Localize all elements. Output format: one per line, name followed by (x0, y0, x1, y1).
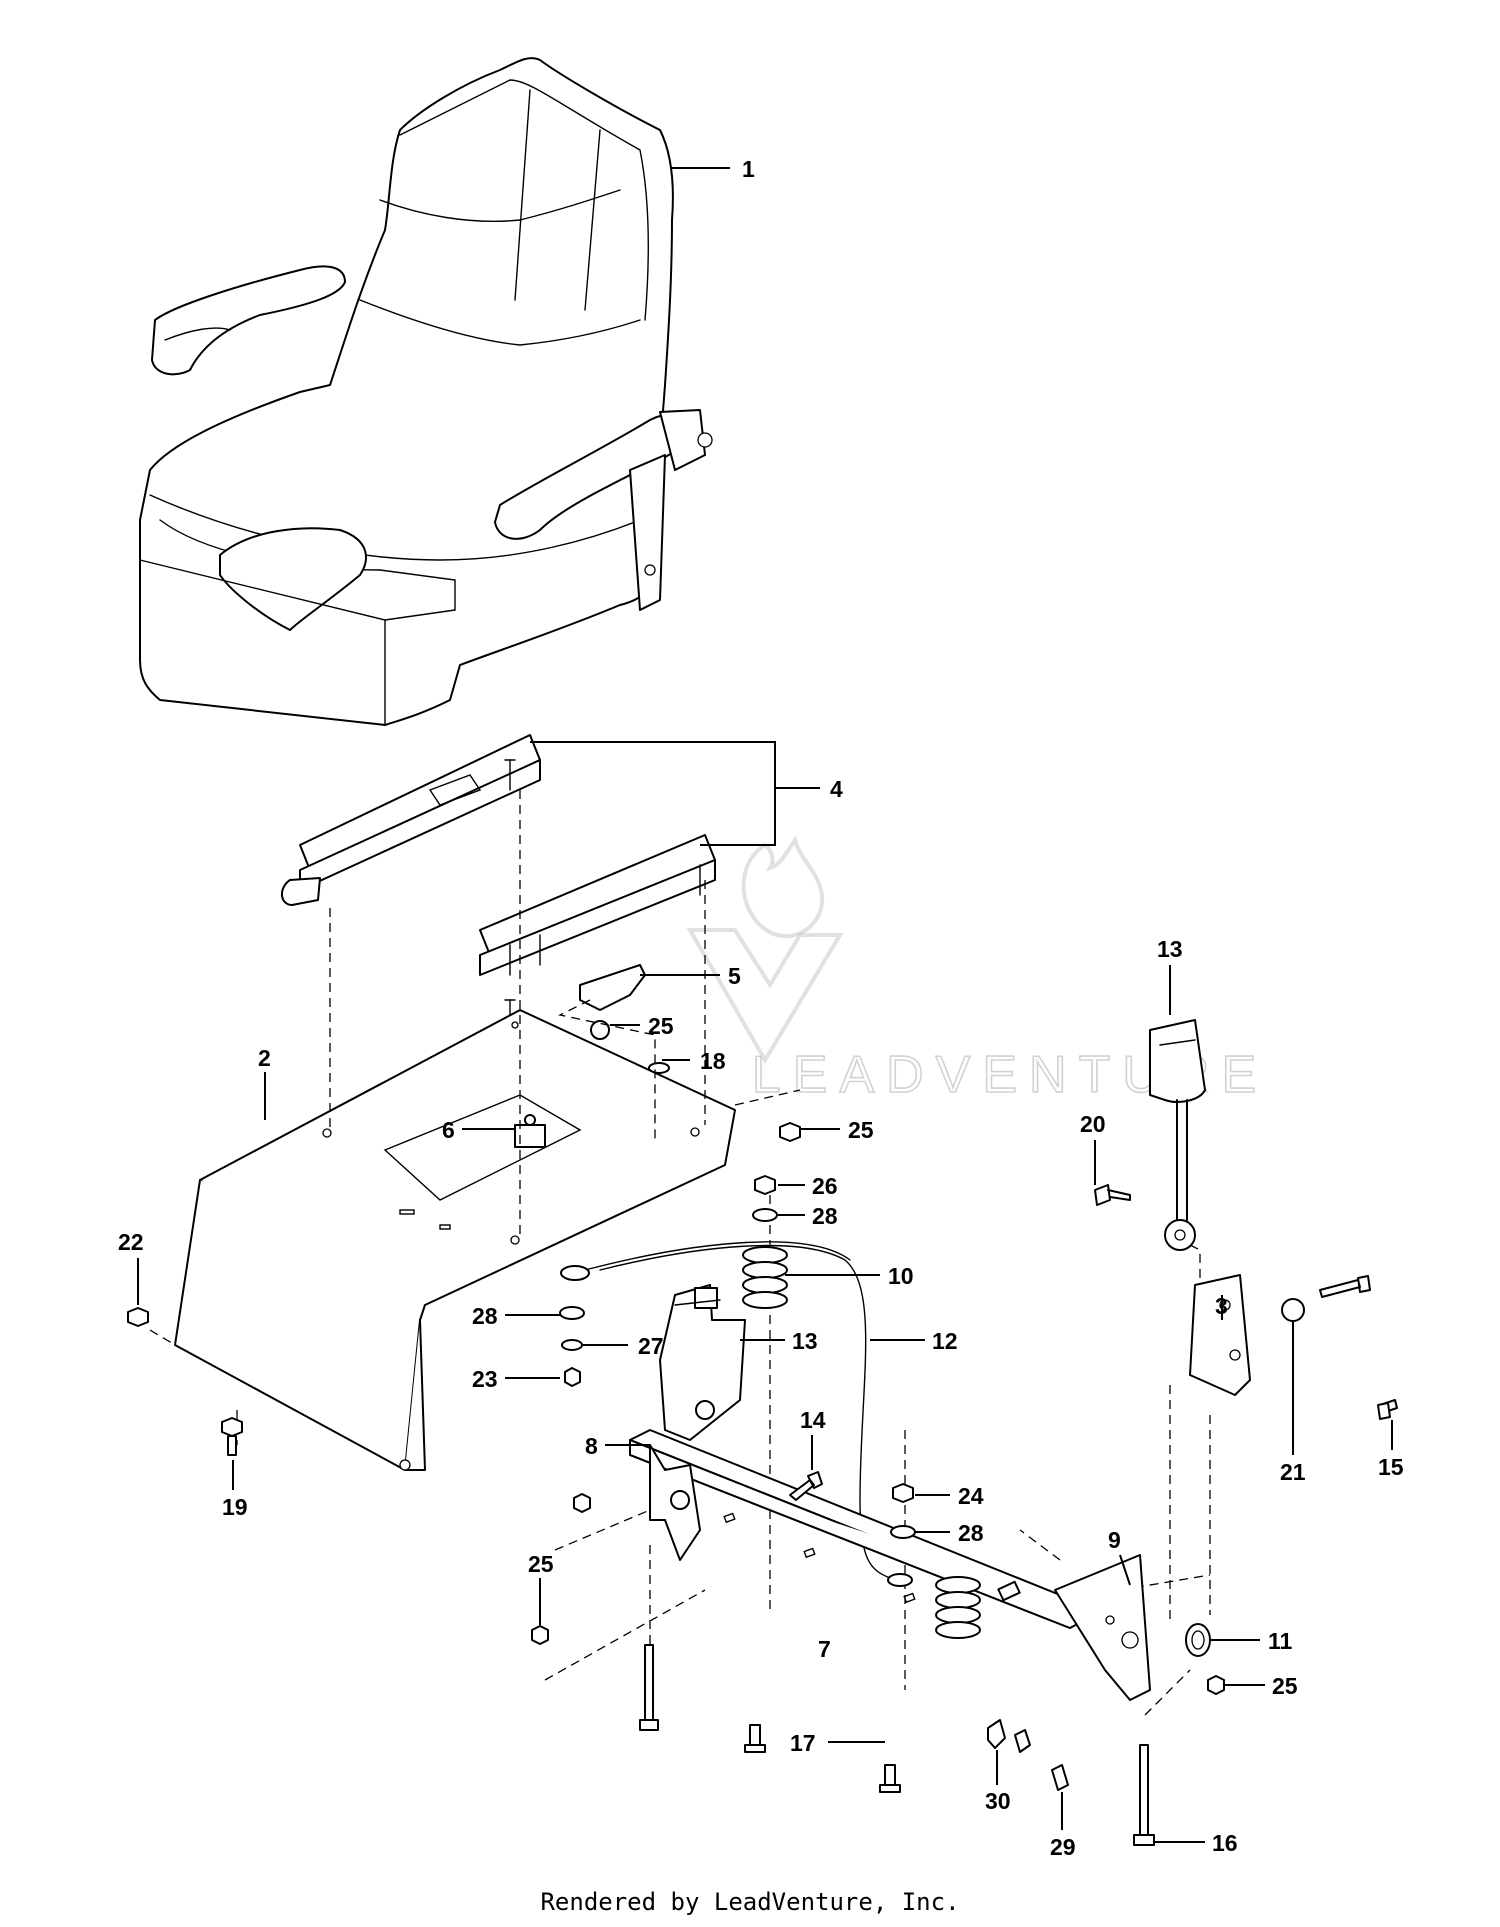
nut-25-right-upper (779, 1122, 801, 1142)
callout-24: 24 (958, 1483, 984, 1509)
callout-2: 2 (258, 1045, 271, 1071)
seat-rails (281, 734, 716, 1046)
callout-11: 11 (1268, 1628, 1293, 1654)
callout-25-lower-right: 25 (1272, 1673, 1298, 1699)
callout-25-upper: 25 (648, 1013, 674, 1039)
callout-12: 12 (932, 1328, 958, 1354)
callout-28-left: 28 (472, 1303, 498, 1329)
washer-part-28-upper (752, 1208, 778, 1222)
callout-8: 8 (585, 1433, 598, 1459)
bolt-part-14 (789, 1471, 823, 1501)
callout-16: 16 (1212, 1830, 1238, 1856)
callout-13-lower: 13 (792, 1328, 818, 1354)
washer-part-28-left (559, 1306, 585, 1320)
nut-part-21 (1281, 1298, 1305, 1322)
bolt-part-19 (221, 1417, 243, 1456)
callout-26: 26 (812, 1173, 838, 1199)
nut-25-frame-left (573, 1493, 591, 1513)
callout-3: 3 (1215, 1293, 1228, 1319)
callout-25-mid: 25 (848, 1117, 874, 1143)
callout-23: 23 (472, 1366, 498, 1392)
clip-part-29 (1051, 1764, 1069, 1791)
seat-assembly (139, 57, 713, 726)
callout-29: 29 (1050, 1834, 1076, 1860)
bracket-part-5 (579, 964, 646, 1011)
washer-part-27 (561, 1339, 583, 1351)
nut-25-upper (590, 1020, 610, 1040)
callout-18: 18 (700, 1048, 726, 1074)
callout-7: 7 (818, 1636, 831, 1662)
callout-4: 4 (830, 776, 843, 802)
nut-25-lower-left (531, 1625, 549, 1645)
nut-part-26 (754, 1175, 776, 1195)
spring-part-10-lower (935, 1576, 981, 1639)
bolt-part-16 (1133, 1744, 1155, 1846)
callout-10: 10 (888, 1263, 914, 1289)
callout-1: 1 (742, 156, 755, 182)
bracket-part-3 (1189, 1274, 1251, 1396)
callout-9: 9 (1108, 1527, 1121, 1553)
callout-30: 30 (985, 1788, 1011, 1814)
washer-part-28-right (890, 1525, 916, 1539)
footer-credit: Rendered by LeadVenture, Inc. (540, 1888, 959, 1916)
leader-lines (137, 167, 1393, 1843)
nut-part-22 (127, 1307, 149, 1327)
nut-25-right-lower (1207, 1675, 1225, 1695)
clip-part-30 (987, 1719, 1006, 1749)
callout-21: 21 (1280, 1459, 1306, 1485)
callout-22: 22 (118, 1229, 144, 1255)
bolt-part-20 (1094, 1184, 1131, 1206)
callout-6: 6 (442, 1117, 455, 1143)
bolt-part-17 (879, 1764, 901, 1793)
callout-15: 15 (1378, 1454, 1404, 1480)
callout-25-lower-left: 25 (528, 1551, 554, 1577)
callout-28-upper: 28 (812, 1203, 838, 1229)
bracket-part-9 (1054, 1554, 1151, 1701)
nut-part-23 (564, 1367, 581, 1387)
callout-14: 14 (800, 1407, 826, 1433)
callout-17: 17 (790, 1730, 816, 1756)
bolt-lower-mid (744, 1724, 766, 1753)
callout-5: 5 (728, 963, 741, 989)
callout-labels: 1 4 5 25 18 2 6 25 13 20 26 28 22 10 28 … (118, 156, 1404, 1860)
nut-part-24 (892, 1483, 914, 1503)
seat-frame (629, 1429, 1151, 1701)
seat-pan (174, 1009, 736, 1471)
bolt-part-15a (1319, 1275, 1371, 1298)
seat-belt-buckle-13-lower (659, 1284, 746, 1441)
spring-part-10 (742, 1246, 788, 1309)
callout-20: 20 (1080, 1111, 1106, 1137)
callout-13-upper: 13 (1157, 936, 1183, 962)
callout-27: 27 (638, 1333, 664, 1359)
callout-19: 19 (222, 1494, 248, 1520)
seat-belt-buckle-13 (1149, 1019, 1206, 1251)
bolt-lower-left (639, 1644, 659, 1731)
callout-28-right: 28 (958, 1520, 984, 1546)
bushing-part-11 (1185, 1623, 1211, 1657)
